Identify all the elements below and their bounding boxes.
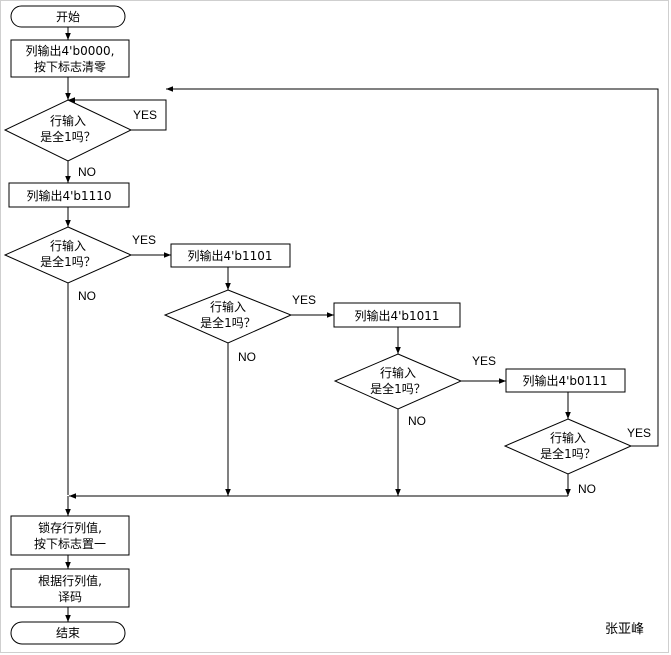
- label-no3: NO: [408, 414, 426, 428]
- edge-check0-yes-loop: [68, 97, 167, 131]
- label-no2: NO: [238, 350, 256, 364]
- col4-label: 列输出4'b0111: [522, 373, 607, 388]
- col2-process: 列输出4'b1101: [170, 243, 291, 268]
- check4-label-line2: 是全1吗？: [540, 446, 596, 461]
- decode-label-line1: 根据行列值,: [38, 573, 102, 588]
- label-yes3: YES: [472, 354, 496, 368]
- check3-decision: 行输入 是全1吗？: [333, 353, 463, 410]
- check3-label-line1: 行输入: [380, 365, 416, 380]
- check2-decision: 行输入 是全1吗？: [163, 289, 293, 344]
- end-label: 结束: [56, 626, 80, 640]
- check2-label-line2: 是全1吗？: [200, 315, 256, 330]
- init-process: 列输出4'b0000, 按下标志清零: [10, 39, 130, 78]
- col2-label: 列输出4'b1101: [187, 248, 272, 263]
- label-yes0: YES: [133, 108, 157, 122]
- end-terminator: 结束: [10, 621, 126, 645]
- edges: [65, 27, 659, 622]
- decode-process: 根据行列值, 译码: [10, 568, 130, 608]
- author-signature: 张亚峰: [605, 622, 644, 637]
- latch-label-line2: 按下标志置一: [34, 537, 106, 551]
- start-label: 开始: [56, 10, 80, 24]
- label-no1: NO: [78, 289, 96, 303]
- col3-label: 列输出4'b1011: [354, 308, 439, 323]
- col1-label: 列输出4'b1110: [26, 188, 111, 203]
- check0-label-line1: 行输入: [50, 113, 86, 128]
- edge-labels: YES NO YES NO YES NO YES NO YES NO: [78, 108, 651, 496]
- check2-label-line1: 行输入: [210, 299, 246, 314]
- latch-process: 锁存行列值, 按下标志置一: [10, 515, 130, 556]
- decode-label-line2: 译码: [58, 590, 82, 604]
- label-yes2: YES: [292, 293, 316, 307]
- label-yes1: YES: [132, 233, 156, 247]
- check0-label-line2: 是全1吗？: [40, 129, 96, 144]
- check4-label-line1: 行输入: [550, 430, 586, 445]
- check0-decision: 行输入 是全1吗？: [3, 99, 133, 162]
- check1-label-line1: 行输入: [50, 238, 86, 253]
- check4-decision: 行输入 是全1吗？: [503, 418, 633, 475]
- init-label-line1: 列输出4'b0000,: [26, 43, 115, 58]
- edge-check4-yes-loop: [166, 86, 659, 447]
- col1-process: 列输出4'b1110: [8, 182, 130, 208]
- latch-label-line1: 锁存行列值,: [38, 520, 102, 535]
- col3-process: 列输出4'b1011: [333, 302, 461, 328]
- label-no4: NO: [578, 482, 596, 496]
- label-yes4: YES: [627, 426, 651, 440]
- start-terminator: 开始: [10, 5, 126, 28]
- label-no0: NO: [78, 165, 96, 179]
- check1-decision: 行输入 是全1吗？: [3, 226, 133, 284]
- check1-label-line2: 是全1吗？: [40, 254, 96, 269]
- col4-process: 列输出4'b0111: [505, 368, 626, 393]
- init-label-line2: 按下标志清零: [34, 60, 106, 74]
- check3-label-line2: 是全1吗？: [370, 381, 426, 396]
